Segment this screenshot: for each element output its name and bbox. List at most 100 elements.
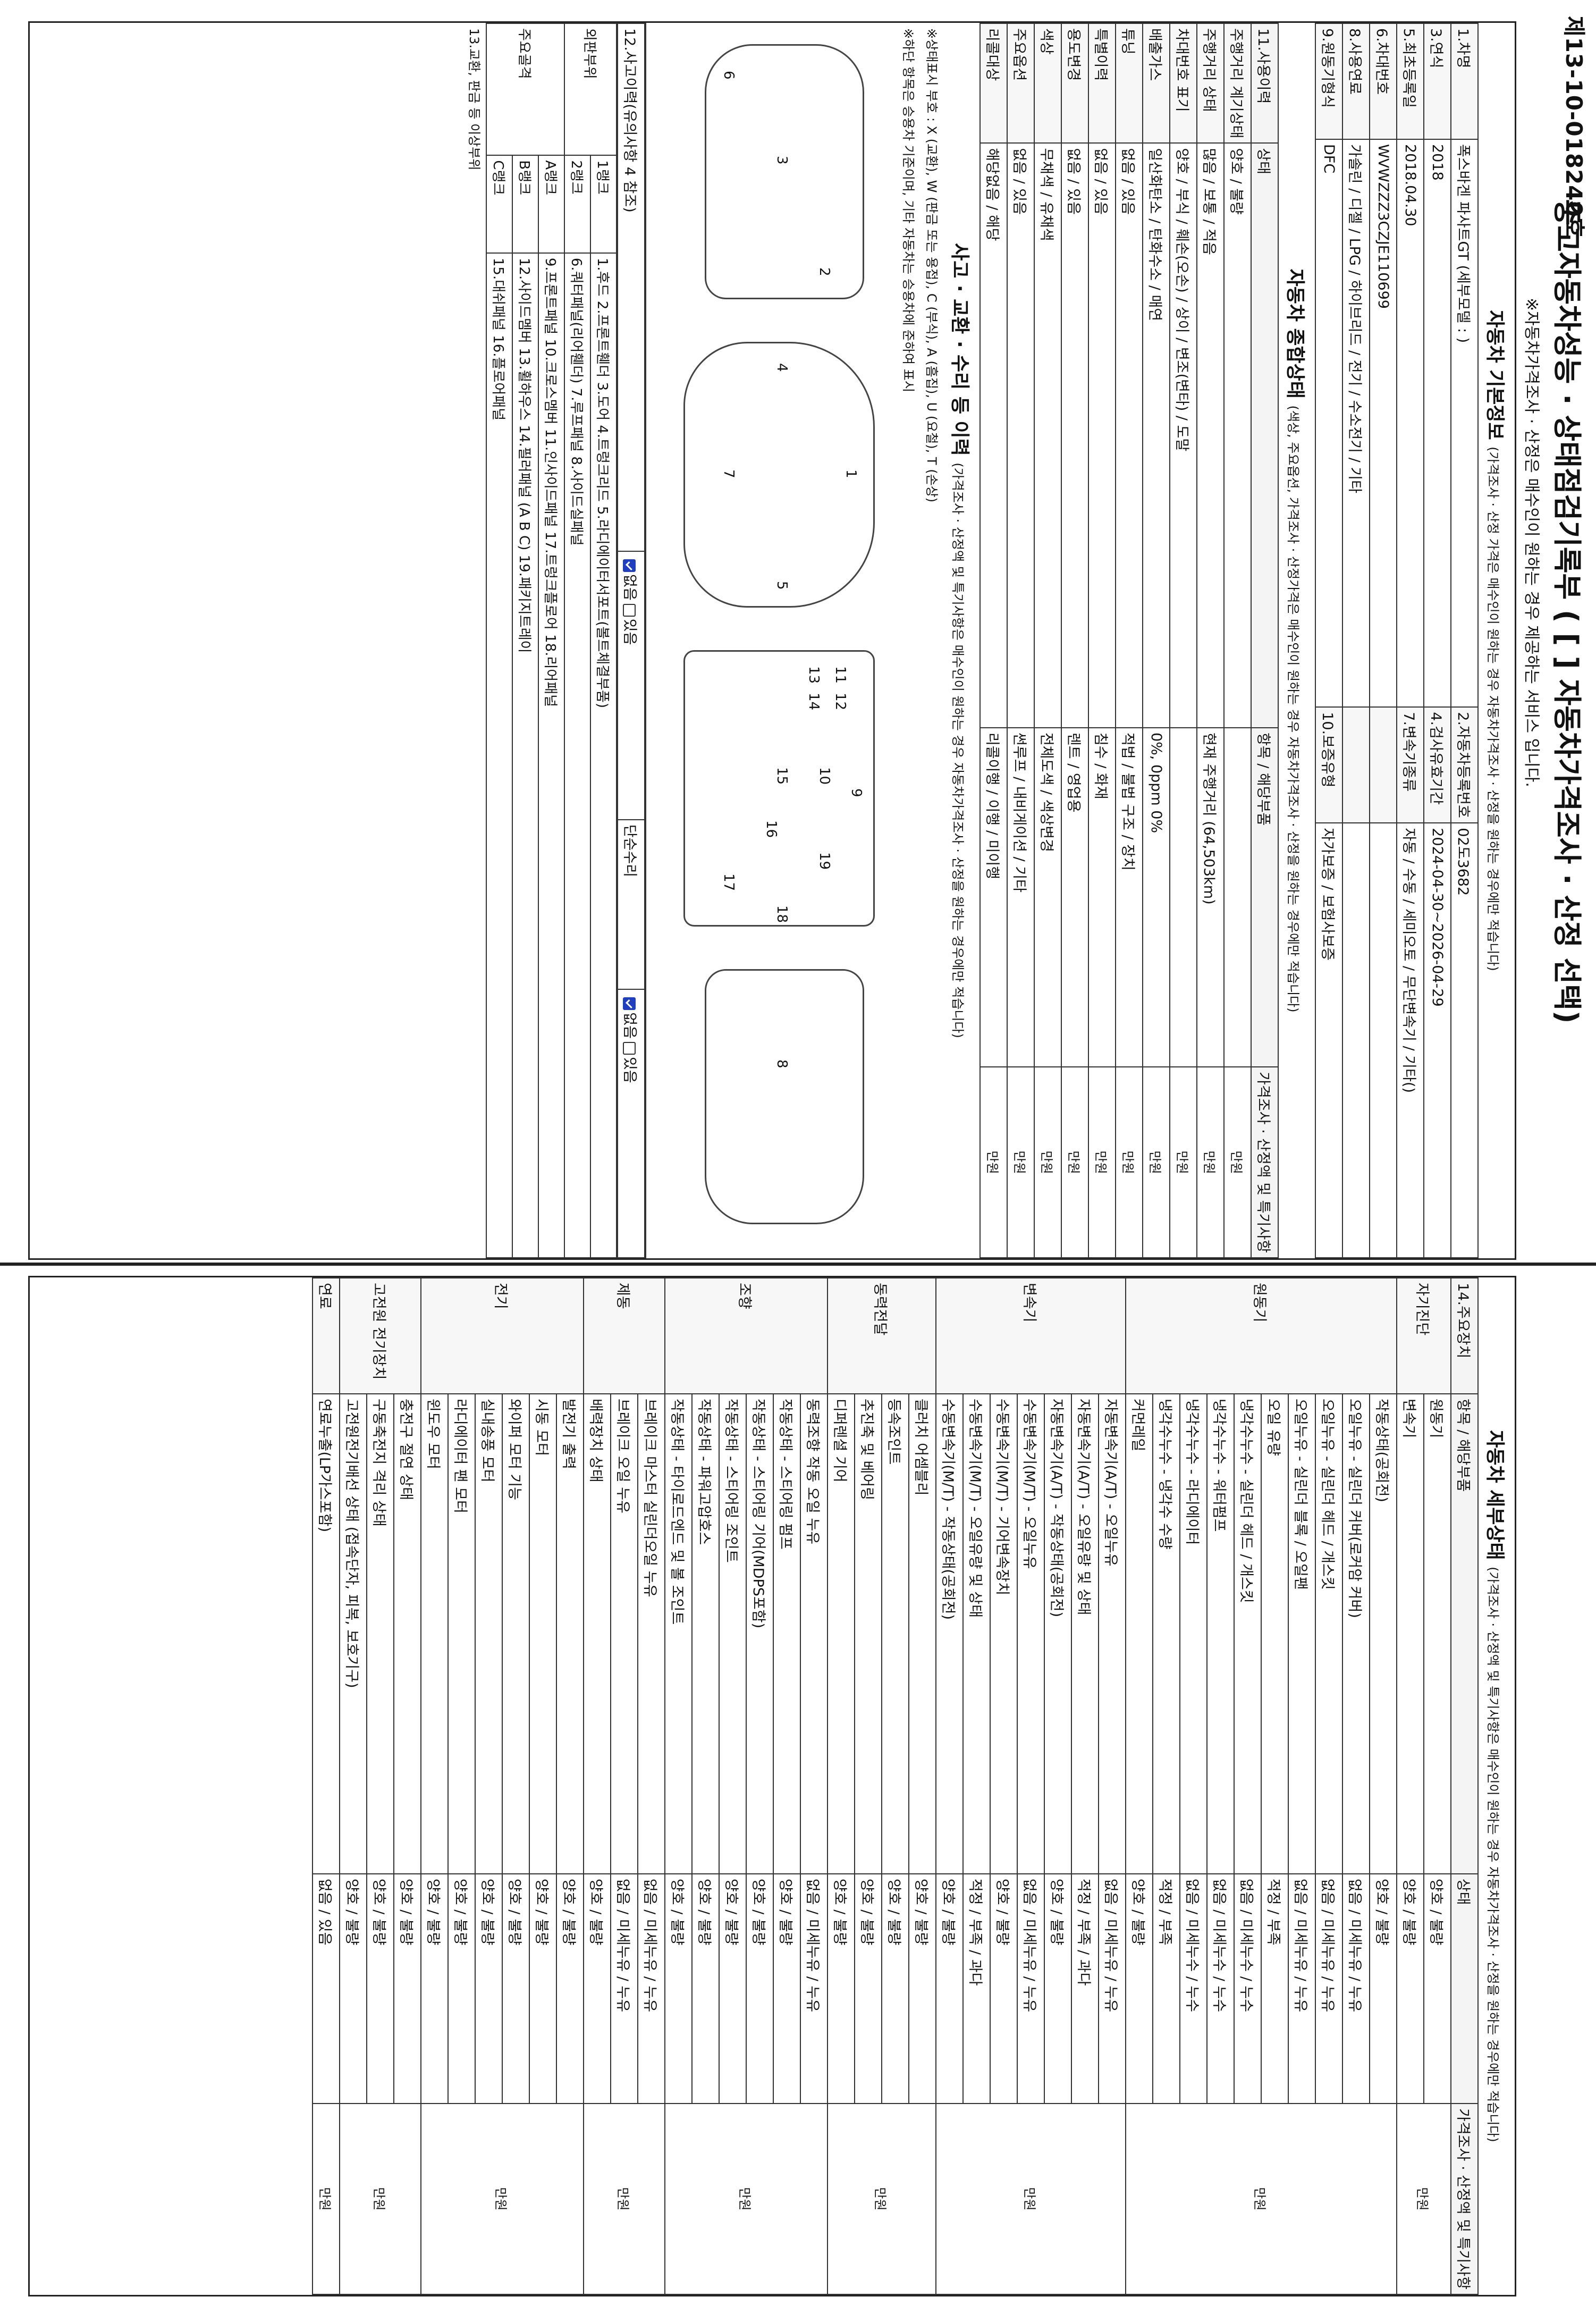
diagram-label-5: 5 <box>774 581 790 590</box>
detail-state[interactable]: 양호 / 불량 <box>340 1873 367 2104</box>
accident-title: 사고 · 교환 · 수리 등 이력 (가격조사 · 산정액 및 특기사항은 매수… <box>949 243 970 1038</box>
diagram-label-17: 17 <box>721 873 737 891</box>
detail-state[interactable]: 양호 / 불량 <box>367 1873 394 2104</box>
basic-label-2 <box>1370 707 1397 823</box>
overall-state[interactable]: 없음 / 있음 <box>1088 143 1116 728</box>
detail-state[interactable]: 없음 / 미세누유 / 누유 <box>638 1873 665 2104</box>
detail-state[interactable]: 양호 / 불량 <box>855 1873 882 2104</box>
detail-state[interactable]: 양호 / 불량 <box>1044 1873 1071 2104</box>
detail-item: 냉각수누수 - 실린더 헤드 / 개스킷 <box>1234 1394 1261 1874</box>
detail-state[interactable]: 양호 / 불량 <box>827 1873 855 2104</box>
col-usage-history: 11.사용이력 <box>1251 23 1278 144</box>
detail-state[interactable]: 양호 / 불량 <box>909 1873 936 2104</box>
overall-state[interactable]: 양호 / 부식 / 훼손(오손) / 상이 / 변조(변타) / 도말 <box>1170 143 1197 728</box>
detail-state[interactable]: 없음 / 미세누유 / 누유 <box>611 1873 638 2104</box>
overall-label: 용도변경 <box>1061 23 1088 144</box>
overall-state[interactable]: 많음 / 보통 / 적음 <box>1197 143 1224 728</box>
detail-item: 오일누유 - 실린더 블록 / 오일팬 <box>1288 1394 1315 1874</box>
detail-state[interactable]: 양호 / 불량 <box>475 1873 502 2104</box>
detail-state[interactable]: 양호 / 불량 <box>1397 1873 1424 2104</box>
legend-note-2: ※하단 항목은 승용차 기준이며, 기타 자동차는 승용차에 준하여 표시 <box>900 28 916 392</box>
accident-exists-checkbox[interactable] <box>623 603 636 617</box>
detail-state[interactable]: 적정 / 부족 <box>1261 1873 1288 2104</box>
col-price: 가격조사 · 산정액 및 특기사항 <box>1451 2104 1478 2294</box>
detail-state[interactable]: 없음 / 미세누수 / 누수 <box>1207 1873 1234 2104</box>
basic-info-title: 자동차 기본정보 (가격조사 · 산정 가격은 매수인이 원하는 경우 자동차가… <box>1484 310 1506 971</box>
detail-item: 원동기 <box>1424 1394 1451 1874</box>
detail-item: 냉각수누수 - 냉각수 수량 <box>1153 1394 1180 1874</box>
document-note: ※자동차가격조사 · 산정은 매수인이 원하는 경우 제공하는 서비스 입니다. <box>1522 298 1541 787</box>
detail-state[interactable]: 없음 / 미세누수 / 누수 <box>1180 1873 1207 2104</box>
simple-repair-exists-checkbox[interactable] <box>623 1041 636 1055</box>
basic-value-2 <box>1342 823 1370 1258</box>
accident-none-checkbox[interactable] <box>623 559 636 573</box>
detail-state[interactable]: 양호 / 불량 <box>719 1873 746 2104</box>
rankB-items: 12.사이드멤버 13.휠하우스 14.필러패널 (A B C) 19.패키지트… <box>512 253 539 1258</box>
simple-repair-none-checkbox[interactable] <box>623 997 636 1011</box>
detail-state[interactable]: 양호 / 불량 <box>936 1873 963 2104</box>
detail-state[interactable]: 양호 / 불량 <box>394 1873 421 2104</box>
detail-state[interactable]: 적정 / 부족 <box>1153 1873 1180 2104</box>
detail-state[interactable]: 양호 / 불량 <box>1424 1873 1451 2104</box>
detail-state[interactable]: 없음 / 미세누유 / 누유 <box>1342 1873 1370 2104</box>
car-side-left <box>705 44 865 299</box>
detail-price: 만원 <box>1397 2104 1451 2294</box>
detail-state[interactable]: 양호 / 불량 <box>692 1873 719 2104</box>
detail-item: 수동변속기(M/T) - 기어변속장치 <box>990 1394 1017 1874</box>
overall-label: 튜닝 <box>1116 23 1143 144</box>
detail-state[interactable]: 적정 / 부족 / 과다 <box>1071 1873 1099 2104</box>
overall-state[interactable]: 없음 / 있음 <box>1116 143 1143 728</box>
detail-price: 만원 <box>665 2104 827 2294</box>
detail-price: 만원 <box>936 2104 1126 2294</box>
detail-state[interactable]: 없음 / 미세누유 / 누유 <box>800 1873 827 2104</box>
detail-item: 클러치 어셈블리 <box>909 1394 936 1874</box>
col-price: 가격조사 · 산정액 및 특기사항 <box>1251 1067 1278 1258</box>
overall-state[interactable]: 일산화탄소 / 탄화수소 / 매연 <box>1143 143 1170 728</box>
detail-state[interactable]: 양호 / 불량 <box>773 1873 800 2104</box>
detail-state[interactable]: 양호 / 불량 <box>421 1873 448 2104</box>
overall-state[interactable]: 해당없음 / 해당 <box>980 143 1007 728</box>
simple-repair-label: 단순수리 <box>618 819 645 990</box>
detail-state[interactable]: 양호 / 불량 <box>529 1873 556 2104</box>
detail-state[interactable]: 없음 / 미세누유 / 누유 <box>1288 1873 1315 2104</box>
detail-state[interactable]: 없음 / 미세누수 / 누수 <box>1234 1873 1261 2104</box>
overall-state[interactable]: 없음 / 있음 <box>1061 143 1088 728</box>
detail-state[interactable]: 양호 / 불량 <box>746 1873 773 2104</box>
overall-price: 만원 <box>1224 1067 1251 1258</box>
detail-state[interactable]: 양호 / 불량 <box>1126 1873 1153 2104</box>
overall-state[interactable]: 없음 / 있음 <box>1007 143 1034 728</box>
detail-state[interactable]: 양호 / 불량 <box>556 1873 584 2104</box>
overall-detail: 적법 / 불법 구조 / 장치 <box>1116 727 1143 1067</box>
detail-state[interactable]: 없음 / 미세누유 / 누유 <box>1099 1873 1126 2104</box>
exterior-label: 외판부위 <box>564 23 617 156</box>
overall-detail: 전체도색 / 색상변경 <box>1034 727 1061 1067</box>
detail-state[interactable]: 양호 / 불량 <box>882 1873 909 2104</box>
basic-value: 폭스바겐 파사트GT (세부모델 : ) <box>1451 139 1478 708</box>
detail-state[interactable]: 없음 / 미세누유 / 누유 <box>1017 1873 1044 2104</box>
detail-item: 냉각수누수 - 라디에이터 <box>1180 1394 1207 1874</box>
detail-state[interactable]: 양호 / 불량 <box>1370 1873 1397 2104</box>
detail-state[interactable]: 없음 / 있음 <box>313 1873 340 2104</box>
detail-state[interactable]: 없음 / 미세누유 / 누유 <box>1315 1873 1342 2104</box>
overall-state[interactable]: 무채색 / 유채색 <box>1034 143 1061 728</box>
detail-state[interactable]: 양호 / 불량 <box>502 1873 529 2104</box>
detail-state[interactable]: 양호 / 불량 <box>448 1873 475 2104</box>
detail-item: 동력조향 작동 오일 누유 <box>800 1394 827 1874</box>
overall-state[interactable]: 양호 / 불량 <box>1224 143 1251 728</box>
detail-item: 발전기 출력 <box>556 1394 584 1874</box>
overall-label: 주요옵션 <box>1007 23 1034 144</box>
overall-label: 배출가스 <box>1143 23 1170 144</box>
detail-state[interactable]: 적정 / 부족 / 과다 <box>963 1873 990 2104</box>
detail-state[interactable]: 양호 / 불량 <box>665 1873 692 2104</box>
detail-state[interactable]: 양호 / 불량 <box>990 1873 1017 2104</box>
detail-state[interactable]: 양호 / 불량 <box>584 1873 611 2104</box>
detail-item: 추진축 및 베어링 <box>855 1394 882 1874</box>
detail-item: 구동축전지 격리 상태 <box>367 1394 394 1874</box>
